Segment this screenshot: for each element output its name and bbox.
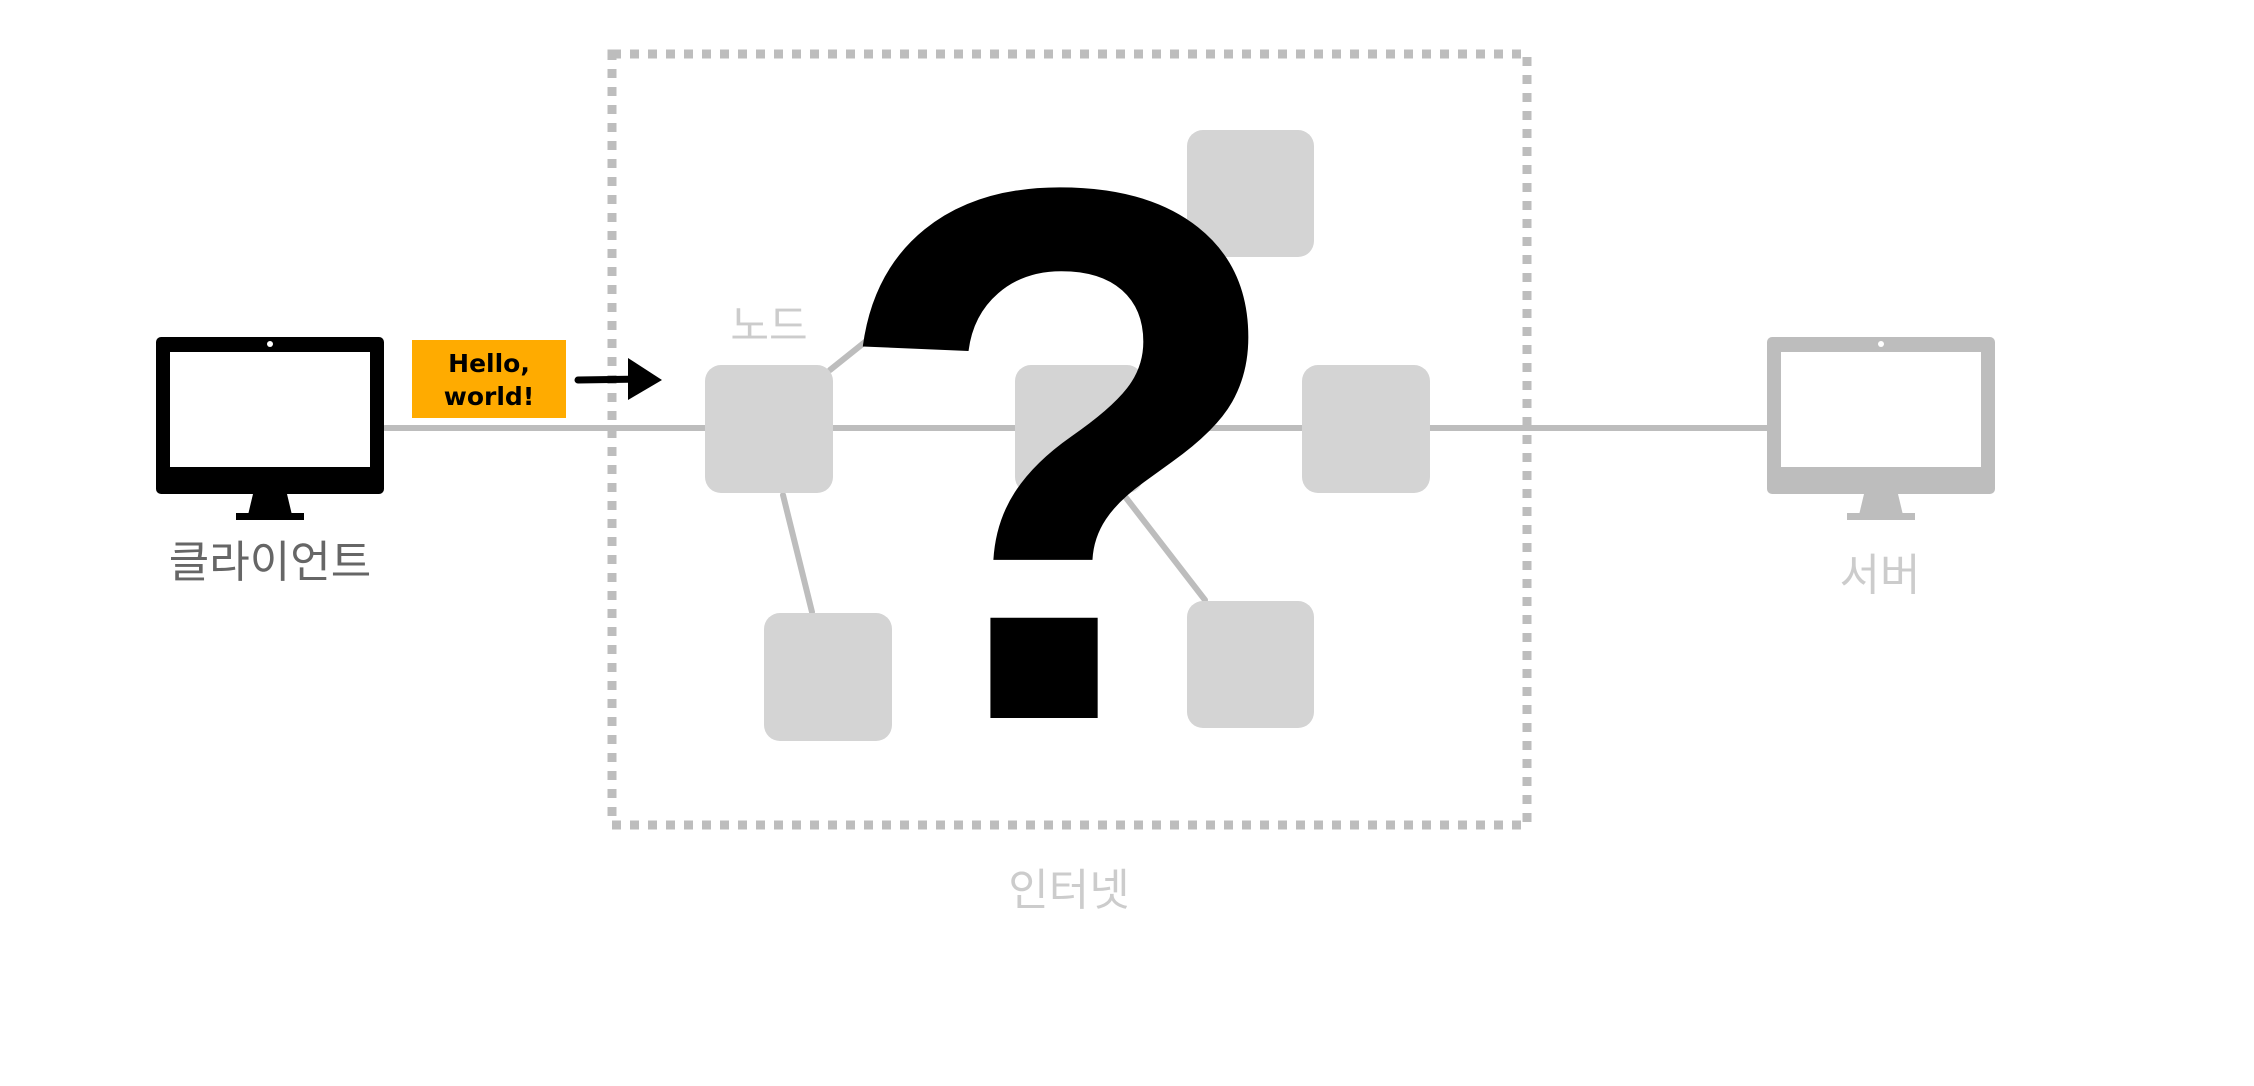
nodes (705, 130, 1430, 741)
send-arrow-icon (574, 358, 662, 400)
client-computer-icon (156, 337, 384, 520)
node-bottom-right (1187, 601, 1314, 728)
message-line-1: Hello, (448, 349, 530, 378)
internet-label: 인터넷 (1008, 865, 1129, 916)
internet-boundary (607, 49, 1532, 830)
node-left (705, 365, 833, 493)
node-label: 노드 (730, 301, 807, 350)
link-node-left-top (827, 327, 883, 373)
link-node-left-bottom (780, 492, 815, 615)
link-center-bottomright (1117, 487, 1208, 603)
node-top (1187, 130, 1314, 257)
server-label: 서버 (1840, 550, 1921, 601)
message-packet: Hello, world! (412, 340, 566, 418)
client-label: 클라이언트 (169, 537, 371, 588)
node-center (1015, 365, 1143, 493)
node-bottom-left (764, 613, 892, 741)
message-box (412, 340, 566, 418)
connection-lines (382, 327, 1771, 615)
message-line-2: world! (444, 382, 534, 411)
question-mark: ? (828, 31, 1292, 880)
server-computer-icon (1767, 337, 1995, 520)
node-right (1302, 365, 1430, 493)
